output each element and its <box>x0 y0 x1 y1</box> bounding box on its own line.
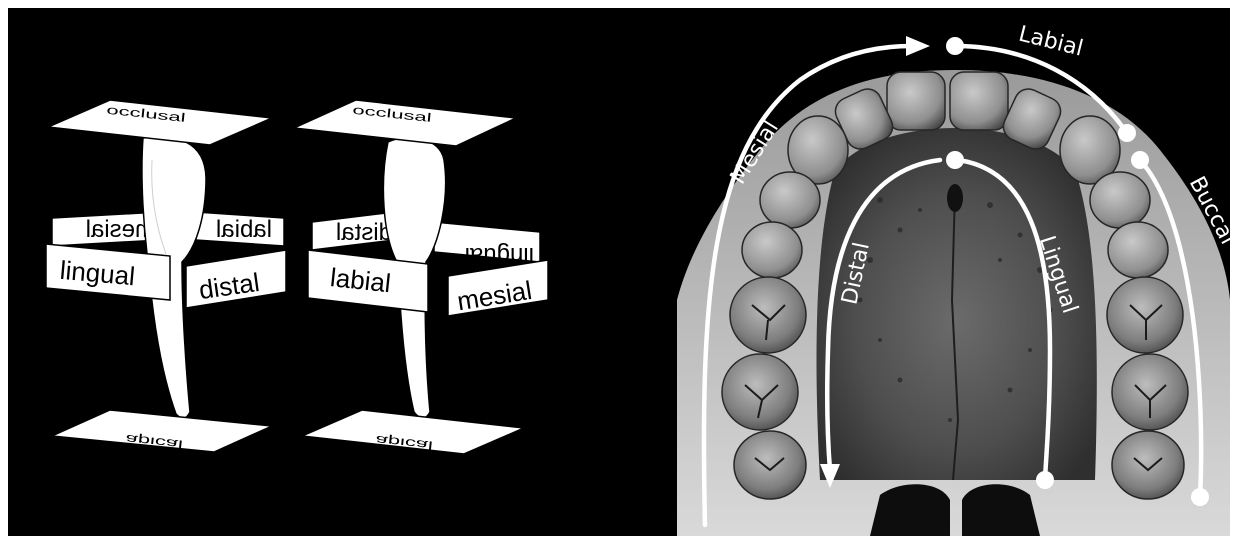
tooth-premolar-2-left <box>742 222 802 278</box>
buccal-start-dot <box>1131 151 1149 169</box>
tooth-molar-3-left <box>734 431 806 499</box>
tooth-premolar-1-right <box>1090 172 1150 228</box>
tooth-molar-1-right <box>1107 277 1183 353</box>
inner-start-dot <box>946 151 964 169</box>
right-panel: Labial Mesial Buccal Distal Lingual <box>677 8 1238 536</box>
labial-start-dot <box>946 37 964 55</box>
tooth-central-incisor-left <box>887 72 945 130</box>
tooth-1-label-labial: labial <box>216 216 272 243</box>
tooth-2-label-distal: distal <box>336 219 392 246</box>
tooth-molar-2-left <box>722 354 798 430</box>
incisive-foramen <box>947 184 963 212</box>
buccal-end-dot <box>1191 488 1209 506</box>
labial-end-dot <box>1118 124 1136 142</box>
tooth-premolar-2-right <box>1108 222 1168 278</box>
tooth-premolar-1-left <box>760 172 820 228</box>
tooth-molar-2-right <box>1112 354 1188 430</box>
tooth-1-plane-back-right: labial <box>196 212 284 246</box>
tooth-molar-1-left <box>730 277 806 353</box>
lingual-end-dot <box>1036 471 1054 489</box>
tooth-molar-3-right <box>1112 431 1184 499</box>
left-panel: mesial labial lingual distal <box>8 8 677 536</box>
tooth-2-label-labial: labial <box>329 262 393 298</box>
tooth-central-incisor-right <box>950 72 1008 130</box>
